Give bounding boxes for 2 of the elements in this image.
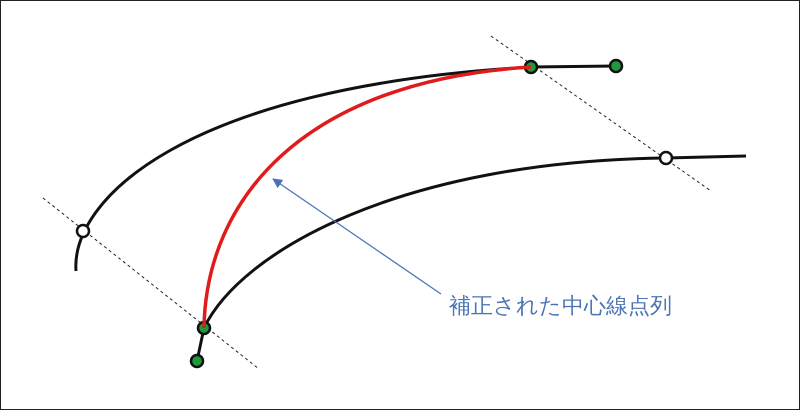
callout-label: 補正された中心線点列 <box>449 291 672 321</box>
leader-line <box>272 178 442 295</box>
